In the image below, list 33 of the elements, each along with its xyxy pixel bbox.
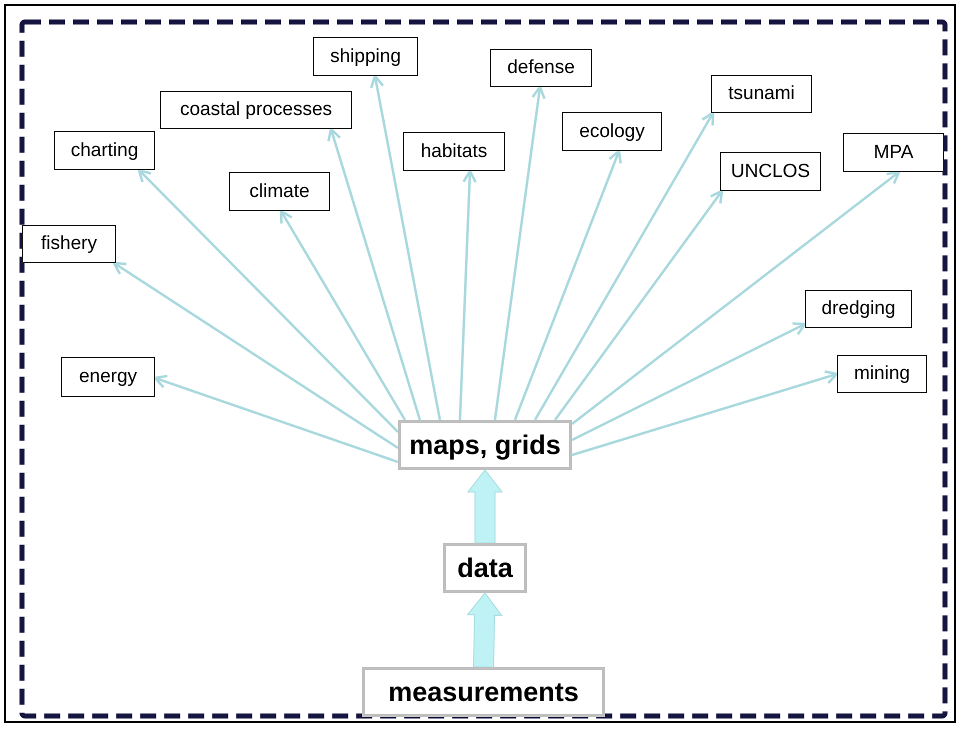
process-box: measurements bbox=[362, 667, 605, 717]
arrow bbox=[514, 150, 622, 420]
block-arrow bbox=[466, 592, 503, 668]
topic-box: MPA bbox=[843, 133, 944, 172]
arrow bbox=[154, 374, 398, 464]
topic-box: ecology bbox=[562, 112, 662, 151]
topic-box: climate bbox=[229, 172, 330, 211]
process-box: data bbox=[443, 543, 527, 593]
arrow bbox=[112, 262, 399, 450]
arrow bbox=[572, 370, 838, 456]
arrow bbox=[534, 112, 714, 421]
topic-box: fishery bbox=[22, 225, 116, 263]
arrow bbox=[280, 210, 406, 421]
arrow bbox=[458, 170, 477, 420]
topic-box: shipping bbox=[313, 37, 418, 76]
topic-box: dredging bbox=[805, 290, 912, 328]
topic-box: UNCLOS bbox=[720, 152, 821, 191]
arrow bbox=[138, 168, 399, 433]
topic-box: defense bbox=[490, 49, 592, 87]
topic-box: habitats bbox=[403, 132, 505, 171]
arrow bbox=[571, 170, 900, 425]
topic-box: mining bbox=[837, 355, 927, 393]
topic-box: tsunami bbox=[711, 75, 812, 113]
topic-box: energy bbox=[61, 357, 155, 397]
arrow bbox=[370, 74, 442, 420]
process-box: maps, grids bbox=[398, 420, 572, 470]
arrow bbox=[494, 86, 546, 420]
arrow bbox=[327, 128, 422, 420]
topic-box: coastal processes bbox=[160, 91, 352, 129]
arrow bbox=[571, 322, 806, 442]
topic-box: charting bbox=[54, 131, 155, 170]
arrow bbox=[554, 190, 724, 421]
block-arrow bbox=[466, 469, 504, 544]
